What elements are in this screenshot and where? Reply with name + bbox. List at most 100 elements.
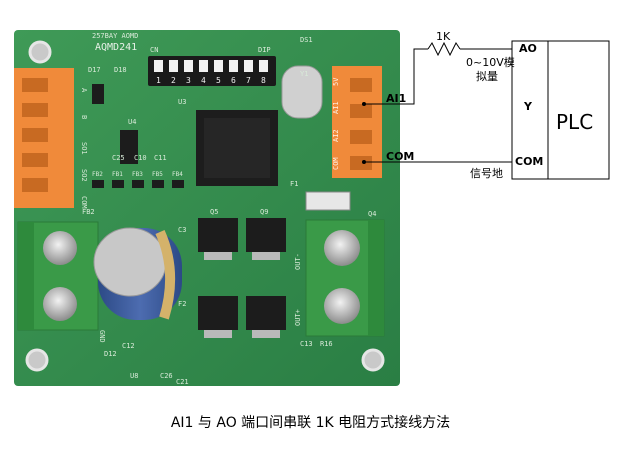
plc-pin-ao: AO [519,42,537,55]
right-terminal-label: AI2 [332,129,340,142]
silk-c3: C3 [178,226,186,234]
plc-pin-com: COM [515,155,544,168]
right-terminal-slots [350,78,372,170]
dip-switch-number: 4 [201,76,206,85]
left-terminal-label: A [80,88,88,93]
silk-c26: C26 [160,372,173,380]
terminal-slot [22,178,48,192]
ai1-node [362,102,366,106]
dip-switch [259,60,268,72]
dip-label: DIP [258,46,271,54]
mosfet-tab [204,330,232,338]
right-terminal-label: COM [332,157,340,170]
silk-c21: C21 [176,378,189,386]
cn-label: CN [150,46,158,54]
silk-fb: FB2 [92,171,103,178]
silk-d12: D12 [104,350,117,358]
silk-q5: Q5 [210,208,218,216]
mosfet [198,218,238,252]
chip-body [204,118,270,178]
terminal-slot [22,103,48,117]
mosfet-tab [204,252,232,260]
figure-caption: AI1 与 AO 端口间串联 1K 电阻方式接线方法 [170,415,451,431]
dip-switch [154,60,163,72]
dip-switch-number: 1 [156,76,161,85]
mosfet-group [198,218,286,338]
terminal-slot [22,128,48,142]
dip-switch-number: 7 [246,76,251,85]
diode-d17 [92,84,104,104]
right-terminal-label: 5V [332,77,340,86]
board-header-text: 257BAY AOMD [92,32,138,40]
crystal-oscillator [281,65,323,119]
silk-out-plus: OUT+ [294,309,302,326]
com-wire-label: COM [386,150,415,163]
fuse-f1 [305,191,351,211]
dip-switch-bank [148,56,276,86]
left-terminal-label: COM [80,196,88,209]
silk-d17: D17 [88,66,101,74]
silk-c25: C25 [112,154,125,162]
terminal-side [18,222,34,330]
dip-switch [244,60,253,72]
mosfet-tab [252,252,280,260]
com-node [362,160,366,164]
mounting-hole [25,348,49,372]
capacitor-stripe [155,229,176,320]
dip-switch [184,60,193,72]
silk-u4: U4 [128,118,136,126]
screw [43,231,77,265]
analog-note-line1: 0~10V模 [466,56,515,69]
silk-u8: U8 [130,372,138,380]
mounting-hole [28,40,52,64]
silk-gnd: GND [98,330,106,343]
mounting-hole [361,348,385,372]
mosfet [198,296,238,330]
dip-switch [229,60,238,72]
plc-label: PLC [556,110,594,134]
silk-c11: C11 [154,154,167,162]
silk-f1: F1 [290,180,298,188]
left-terminal-label: SO1 [80,142,88,155]
terminal-slot [22,153,48,167]
dip-switch-number: 6 [231,76,236,85]
terminal-slot [350,156,372,170]
analog-note-line2: 拟量 [476,70,498,83]
silk-u3: U3 [178,98,186,106]
ferrite-bead [152,180,164,188]
silk-c13: C13 [300,340,313,348]
board-model: AQMD241 [95,42,137,53]
mosfet [246,296,286,330]
left-terminal-slots [22,78,48,192]
screw [324,230,360,266]
terminal-slot [350,78,372,92]
dip-switch-number: 2 [171,76,176,85]
silk-f2: F2 [178,300,186,308]
dip-switch [169,60,178,72]
silk-r16: R16 [320,340,333,348]
silk-q4: Q4 [368,210,376,218]
silk-fb-bottom: FB2 [82,208,95,216]
terminal-slot [350,130,372,144]
regulator [120,130,138,164]
capacitor-top [93,227,167,297]
silk-out-minus: OUT- [294,253,302,270]
terminal-side [368,220,384,336]
terminal-slot [22,78,48,92]
silk-fb: FB3 [132,171,143,178]
signal-ground-label: 信号地 [470,167,503,180]
ferrite-bead [172,180,184,188]
screw [324,288,360,324]
dip-switch [214,60,223,72]
silk-c10: C10 [134,154,147,162]
ferrite-bead [112,180,124,188]
screw [43,287,77,321]
ferrite-bead [132,180,144,188]
plc-box [511,40,610,180]
silk-d18: D18 [114,66,127,74]
